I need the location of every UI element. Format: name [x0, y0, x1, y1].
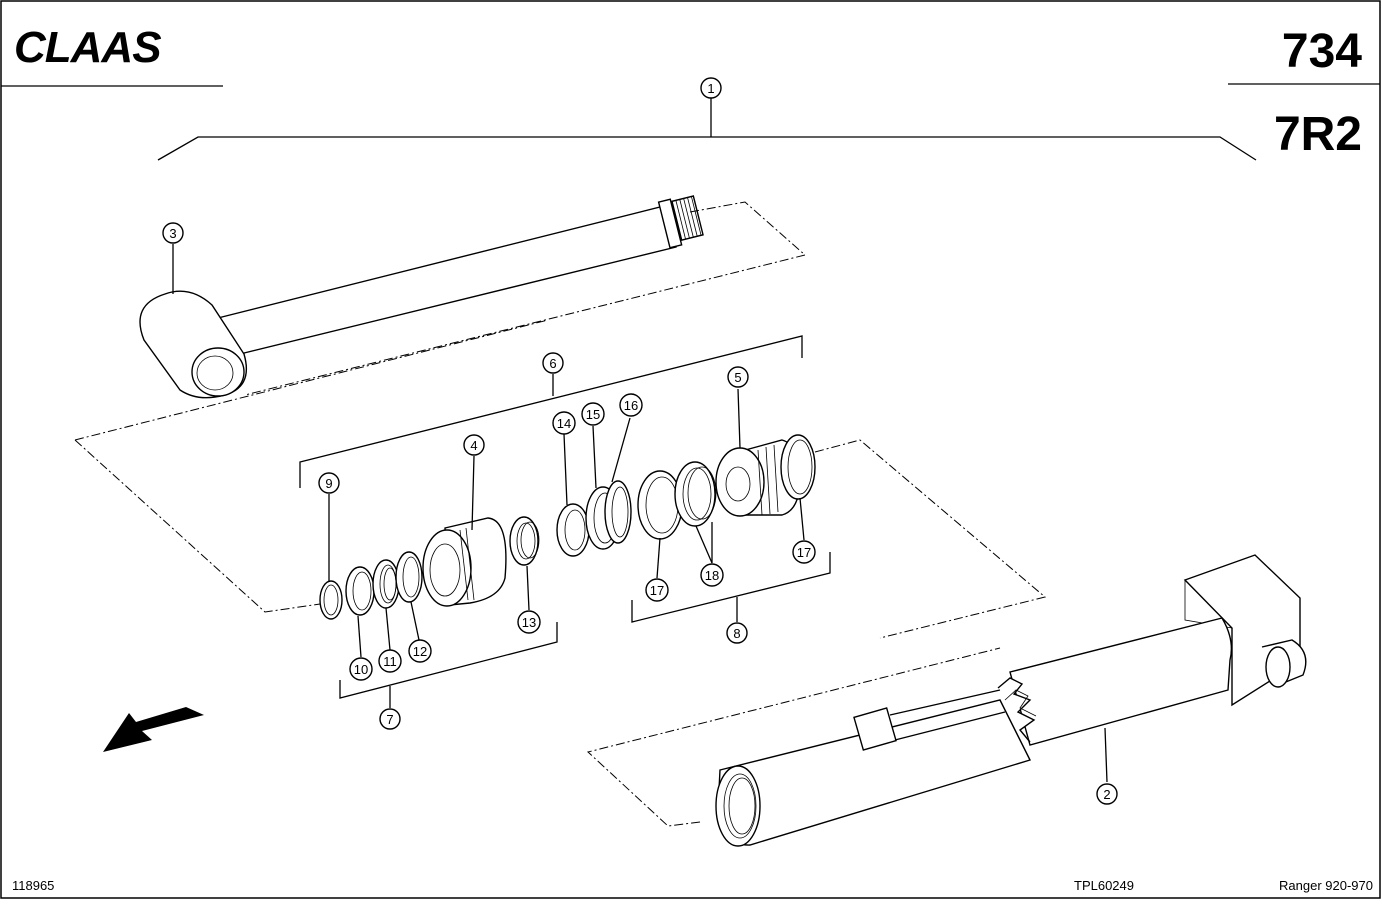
seal-ring-12-part — [395, 551, 423, 603]
svg-text:1: 1 — [707, 81, 714, 96]
model-label: Ranger 920-970 — [1279, 878, 1373, 893]
leader-2 — [1104, 727, 1108, 783]
callout-17-left: 17 — [645, 578, 669, 602]
callout-7: 7 — [379, 708, 401, 730]
cylinder-tube-part — [715, 554, 1307, 847]
piston-rod-part — [139, 195, 704, 399]
svg-text:6: 6 — [549, 356, 556, 371]
drawing-reference: TPL60249 — [1074, 878, 1134, 893]
svg-text:15: 15 — [586, 407, 600, 422]
svg-text:5: 5 — [734, 370, 741, 385]
seal-ring-18-part — [674, 461, 717, 527]
callout-1: 1 — [700, 77, 722, 99]
svg-text:17: 17 — [650, 583, 664, 598]
leader-5 — [737, 388, 741, 449]
svg-text:7: 7 — [386, 712, 393, 727]
guide-ring-17-left-part — [637, 470, 683, 540]
dash-seal-top — [74, 319, 549, 441]
callout-12: 12 — [408, 639, 432, 663]
svg-text:12: 12 — [413, 644, 427, 659]
leader-17-right — [799, 497, 805, 541]
leader-16 — [611, 417, 631, 483]
svg-text:8: 8 — [733, 626, 740, 641]
svg-text:9: 9 — [325, 476, 332, 491]
svg-text:17: 17 — [797, 545, 811, 560]
bracket-8 — [631, 552, 831, 623]
seal-ring-9-part — [319, 580, 343, 620]
callout-15: 15 — [581, 402, 605, 426]
guide-ring-17-right-part — [780, 434, 816, 500]
bracket-6 — [299, 335, 803, 488]
bracket-assembly-1 — [157, 136, 1257, 161]
svg-text:13: 13 — [522, 615, 536, 630]
leader-15 — [592, 425, 597, 489]
leader-17-left — [656, 537, 661, 579]
callout-8: 8 — [726, 622, 748, 644]
dash-tube-outline — [586, 647, 1001, 827]
seal-ring-13-part — [509, 516, 540, 566]
callout-6: 6 — [542, 352, 564, 374]
seal-ring-10-part — [345, 566, 375, 616]
callout-2: 2 — [1096, 783, 1118, 805]
svg-text:11: 11 — [383, 654, 397, 669]
callout-4: 4 — [463, 434, 485, 456]
callout-10: 10 — [349, 657, 373, 681]
svg-text:10: 10 — [354, 662, 368, 677]
svg-text:18: 18 — [705, 568, 719, 583]
svg-text:4: 4 — [470, 438, 477, 453]
svg-text:14: 14 — [557, 416, 571, 431]
callout-3: 3 — [162, 222, 184, 244]
leader-13 — [526, 565, 530, 611]
seal-ring-16-part — [604, 480, 632, 544]
arrow-down-left-icon — [103, 707, 204, 752]
dash-seal-right — [814, 439, 1047, 639]
seal-ring-11-part — [372, 559, 400, 609]
leader-11 — [385, 607, 391, 651]
doc-number: 118965 — [12, 878, 54, 893]
claas-logo: CLAAS — [14, 23, 161, 72]
leader-18a — [695, 525, 713, 564]
leader-12 — [410, 601, 420, 641]
svg-text:3: 3 — [169, 226, 176, 241]
leader-4 — [471, 455, 475, 531]
callout-14: 14 — [552, 411, 576, 435]
guide-bush-4-part — [422, 517, 507, 607]
svg-text:2: 2 — [1103, 787, 1110, 802]
leader-10 — [357, 615, 362, 658]
callout-5: 5 — [727, 366, 749, 388]
svg-text:16: 16 — [624, 398, 638, 413]
callout-16: 16 — [619, 393, 643, 417]
callout-9: 9 — [318, 472, 340, 494]
leader-14 — [563, 433, 568, 506]
callout-18: 18 — [700, 563, 724, 587]
callout-11: 11 — [378, 649, 402, 673]
callout-13: 13 — [517, 610, 541, 634]
group-code: 7R2 — [1274, 108, 1362, 161]
page-number: 734 — [1282, 25, 1362, 78]
callout-17-right: 17 — [792, 540, 816, 564]
seal-ring-14-part — [556, 503, 590, 557]
bracket-7 — [339, 622, 558, 699]
dash-seal-left — [74, 439, 321, 613]
